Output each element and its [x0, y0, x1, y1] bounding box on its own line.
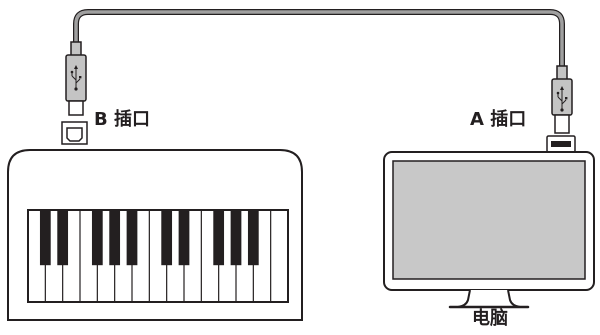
monitor [384, 152, 594, 307]
usb-cable [76, 12, 562, 66]
black-key [109, 210, 120, 265]
computer-label: 电脑 [472, 310, 508, 328]
black-key [161, 210, 172, 265]
usb-b-port [62, 122, 87, 144]
port-a-label: A 插口 [470, 111, 526, 129]
port-b-label: B 插口 [94, 111, 150, 129]
usb-b-plug [66, 42, 86, 115]
black-key [179, 210, 190, 265]
black-key [57, 210, 68, 265]
black-key [213, 210, 224, 265]
black-key [248, 210, 259, 265]
black-key [127, 210, 138, 265]
keyboard [8, 150, 302, 320]
usb-a-port [547, 136, 575, 152]
black-key [92, 210, 103, 265]
black-key [231, 210, 242, 265]
black-key [40, 210, 51, 265]
usb-a-plug [552, 66, 572, 133]
